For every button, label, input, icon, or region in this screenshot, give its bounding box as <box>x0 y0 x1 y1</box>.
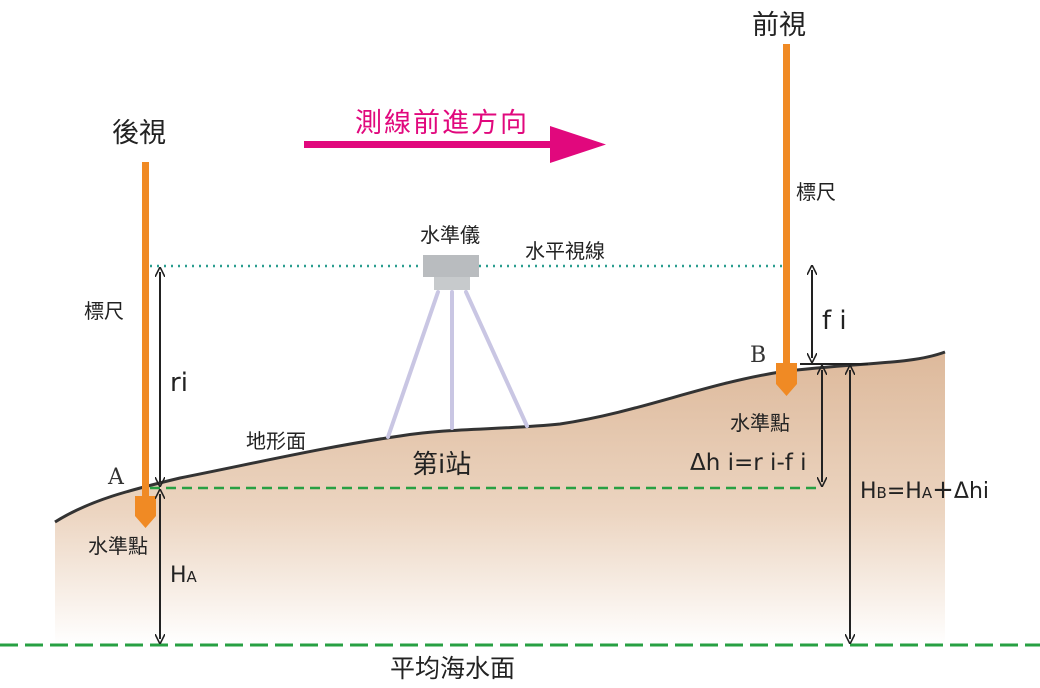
fi-label: f i <box>822 306 847 336</box>
tripod <box>386 290 529 439</box>
hb-sub-a: A <box>922 484 933 502</box>
direction-arrow <box>304 126 606 163</box>
backsight-label: 後視 <box>112 118 166 149</box>
level-instrument-label: 水準儀 <box>420 223 480 247</box>
mean-sea-level-label: 平均海水面 <box>390 654 515 683</box>
ha-main: H <box>170 563 187 588</box>
hb-eq: =H <box>887 479 922 504</box>
ri-label: ri <box>170 368 188 398</box>
hb-tail: Δhi <box>954 479 989 504</box>
benchmark-a-label: 水準點 <box>88 534 148 558</box>
hb-sub-b: B <box>877 484 887 502</box>
terrain-label: 地形面 <box>246 429 306 453</box>
point-b-label: B <box>750 343 766 368</box>
staff-left-label: 標尺 <box>84 299 124 323</box>
point-a-label: A <box>107 465 125 490</box>
ha-subscript: A <box>187 568 198 586</box>
benchmark-b-label: 水準點 <box>730 411 790 435</box>
level-instrument <box>423 255 479 290</box>
hb-formula-label: HB=HA+Δhi <box>860 475 989 505</box>
foresight-label: 前視 <box>752 10 806 41</box>
terrain-ground <box>55 352 945 645</box>
staff-right <box>776 44 797 396</box>
hb-h: H <box>860 479 877 504</box>
station-label: 第i站 <box>412 450 471 480</box>
hb-plus: + <box>932 475 954 505</box>
staff-left <box>135 162 156 528</box>
direction-label: 測線前進方向 <box>355 108 529 139</box>
line-of-sight-label: 水平視線 <box>525 239 605 263</box>
staff-right-label: 標尺 <box>796 180 836 204</box>
ha-label: HA <box>170 563 198 588</box>
delta-h-label: Δh i=r i-f i <box>690 450 807 476</box>
